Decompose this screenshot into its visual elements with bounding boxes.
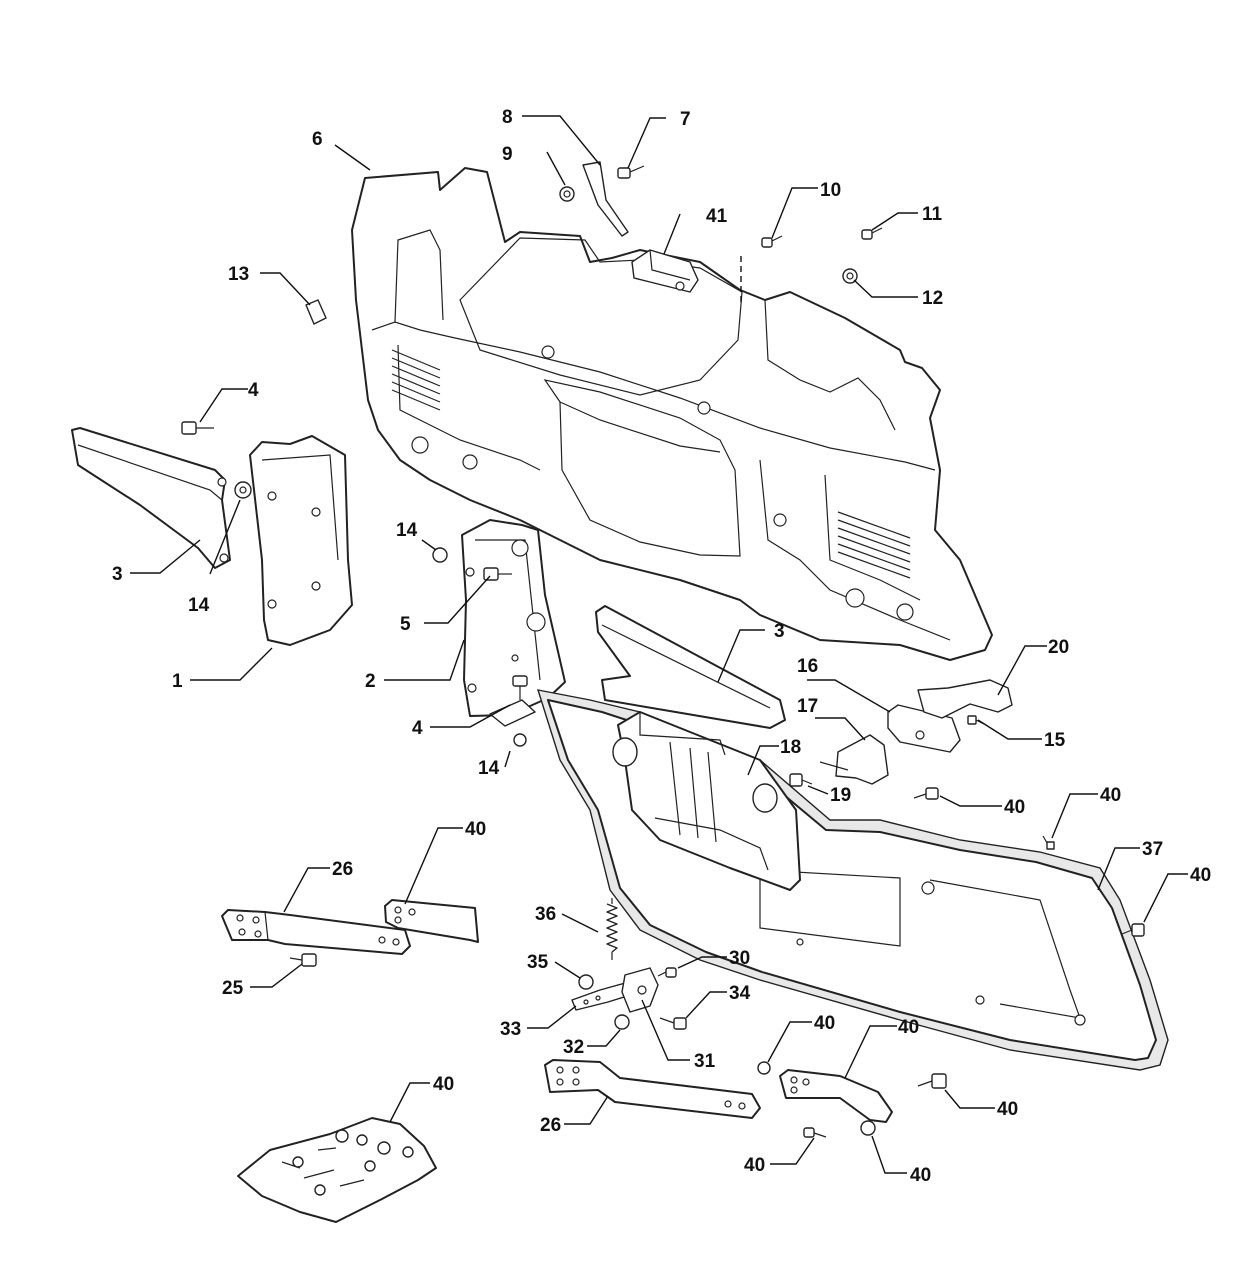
- callout-4-center: 5: [400, 614, 411, 635]
- callout-19: 19: [830, 785, 851, 806]
- part-19-bolt: [789, 773, 813, 787]
- part-41-latch-bracket: [631, 249, 699, 293]
- callout-35: 35: [527, 952, 549, 973]
- vent-louvres-right: [837, 511, 911, 579]
- callout-40-c: 40: [1190, 865, 1211, 886]
- callout-37: 37: [1142, 839, 1163, 860]
- callout-20: 20: [1048, 637, 1069, 658]
- part-3-wedge-center: [595, 605, 786, 729]
- part-40-bolt-f: [803, 1127, 827, 1138]
- part-26-hinge-arm-lower: [544, 1059, 761, 1119]
- callout-33: 33: [500, 1019, 521, 1040]
- part-5-bolt: [489, 675, 536, 727]
- callout-6: 6: [312, 129, 323, 150]
- callout-labels: 6 8 9 7 10 41 11 12 13 4 3 14 1 14 5 2 4…: [112, 107, 1211, 1186]
- callout-41: 41: [706, 206, 728, 227]
- part-4-bolt-left: [181, 421, 214, 435]
- callout-8: 8: [502, 107, 513, 128]
- callout-15: 15: [1044, 730, 1066, 751]
- callout-13: 13: [228, 264, 249, 285]
- callout-12: 12: [922, 288, 943, 309]
- callout-40-e: 40: [814, 1013, 835, 1034]
- part-34-bolt: [659, 1017, 687, 1030]
- part-40-bolt-a: [913, 787, 939, 800]
- part-40-bolt-e: [917, 1073, 947, 1089]
- callout-17: 17: [797, 696, 818, 717]
- callout-40-d: 40: [465, 819, 486, 840]
- callout-25: 25: [222, 978, 244, 999]
- callout-14-upper: 14: [396, 520, 418, 541]
- part-40-hinge-plate-right: [779, 1069, 893, 1123]
- part-9-nut: [559, 186, 575, 202]
- callout-1: 1: [172, 671, 183, 692]
- callout-40-i: 40: [910, 1165, 931, 1186]
- part-17-pin-block: [819, 734, 889, 785]
- part-40-nut-g: [860, 1120, 876, 1136]
- part-1-side-plate: [249, 435, 353, 646]
- callout-34: 34: [729, 983, 751, 1004]
- callout-5: 4: [412, 718, 423, 739]
- callout-40-j: 40: [433, 1074, 454, 1095]
- callout-31: 31: [694, 1051, 716, 1072]
- part-40-screw-b: [1042, 835, 1055, 850]
- part-20-hook: [917, 679, 1013, 719]
- callout-14-lower: 14: [478, 758, 500, 779]
- callout-16: 16: [797, 656, 818, 677]
- part-36-spring: [606, 898, 618, 960]
- callout-2: 2: [365, 671, 376, 692]
- part-35-nut: [578, 974, 594, 990]
- part-32-nut: [614, 1014, 630, 1030]
- part-6-rear-body-shell: [351, 167, 993, 661]
- part-12-washer: [842, 268, 858, 284]
- part-14-nut-upper: [432, 547, 448, 563]
- callout-32: 32: [563, 1037, 584, 1058]
- callout-26-upper: 26: [332, 859, 353, 880]
- part-11-screw: [861, 227, 883, 240]
- part-31-latch-cam: [621, 967, 659, 1013]
- part-14-nut-lower: [513, 733, 527, 747]
- callout-40-a: 40: [1004, 797, 1025, 818]
- part-26-hinge-arm-upper: [221, 909, 411, 955]
- part-7-screw: [617, 165, 645, 179]
- part-18-hinge-latch: [612, 711, 801, 891]
- vent-louvres-left: [391, 349, 441, 411]
- callout-40-b: 40: [1100, 785, 1121, 806]
- part-30-screw: [657, 967, 677, 978]
- callout-7: 7: [680, 109, 691, 130]
- part-25-bolt: [289, 953, 317, 967]
- part-40-hardware-bag: [237, 1117, 437, 1223]
- callout-26-lower: 26: [540, 1115, 561, 1136]
- callout-30: 30: [729, 948, 750, 969]
- callout-9: 9: [502, 144, 513, 165]
- part-40-nut-d: [757, 1061, 771, 1075]
- callout-10: 10: [820, 180, 841, 201]
- part-8-strip: [582, 161, 629, 237]
- leader-lines: [130, 115, 1188, 1174]
- callout-18: 18: [780, 737, 801, 758]
- callout-4-left: 4: [248, 380, 259, 401]
- callout-36: 36: [535, 904, 556, 925]
- callout-3-left: 3: [112, 564, 123, 585]
- part-10-screw: [740, 235, 783, 305]
- part-14-nut-left: [234, 481, 252, 499]
- callout-40-f: 40: [898, 1017, 919, 1038]
- part-13-clip: [305, 299, 327, 325]
- part-2-side-plate: [461, 519, 566, 717]
- callout-3-center: 3: [774, 621, 785, 642]
- part-3-wedge-left: [71, 427, 231, 569]
- callout-40-h: 40: [744, 1155, 765, 1176]
- callout-14-left: 14: [188, 595, 210, 616]
- part-4-bolt-center: [483, 567, 512, 581]
- callout-40-g: 40: [997, 1099, 1018, 1120]
- callout-11: 11: [922, 204, 943, 225]
- part-40-bolt-c: [1121, 923, 1145, 937]
